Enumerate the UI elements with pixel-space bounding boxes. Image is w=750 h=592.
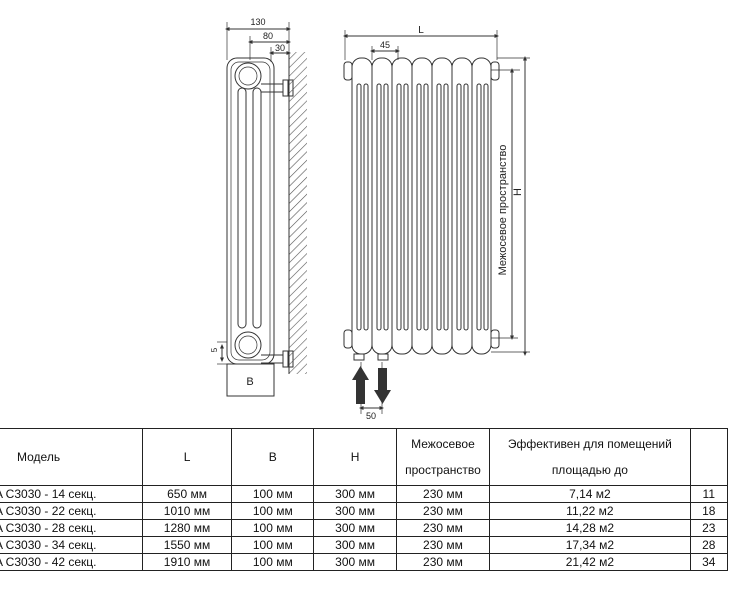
- header-extra: [689, 428, 729, 486]
- header-area-line1: Эффективен для помещений: [507, 437, 672, 451]
- dim-label-45: 45: [380, 40, 390, 50]
- table-row: NIA C3030 - 42 секц. 1910 мм 100 мм 300 …: [0, 553, 729, 571]
- dim-label-l: L: [418, 25, 424, 36]
- radiator-technical-drawing: 130 80 30 5 B: [210, 17, 530, 421]
- table-row: NIA C3030 - 22 секц. 1010 мм 100 мм 300 …: [0, 502, 729, 520]
- dim-label-80: 80: [263, 31, 273, 41]
- cell-width: 100 мм: [231, 536, 315, 554]
- cell-length: 1280 мм: [141, 519, 233, 537]
- radiator-side-body: [226, 57, 275, 365]
- header-width: B: [231, 428, 315, 486]
- outlet-arrow: [374, 368, 391, 404]
- cell-height: 300 мм: [313, 502, 397, 520]
- dim-label-h: H: [512, 188, 524, 196]
- cell-width: 100 мм: [231, 519, 315, 537]
- cell-width: 100 мм: [231, 485, 315, 503]
- bottom-bracket: [261, 350, 294, 368]
- center-distance-label: Межосевое пространство: [497, 145, 509, 276]
- cell-area: 21,42 м2: [489, 553, 691, 571]
- cell-extra: 34: [689, 553, 729, 571]
- cell-model: NIA C3030 - 22 секц.: [0, 502, 143, 520]
- cell-center-distance: 230 мм: [395, 536, 491, 554]
- cell-width: 100 мм: [231, 553, 315, 571]
- section-1: [351, 57, 373, 355]
- bottom-collector: [234, 331, 262, 359]
- header-area-line2: площадью до: [551, 463, 628, 477]
- header-center-distance: Межосевое пространство: [395, 428, 491, 486]
- cell-extra: 23: [689, 519, 729, 537]
- cell-height: 300 мм: [313, 536, 397, 554]
- table-row: NIA C3030 - 34 секц. 1550 мм 100 мм 300 …: [0, 536, 729, 554]
- cell-model: NIA C3030 - 34 секц.: [0, 536, 143, 554]
- table-header-row: Модель L B H Межосевое пространство Эффе…: [0, 428, 729, 486]
- cell-center-distance: 230 мм: [395, 519, 491, 537]
- cell-area: 14,28 м2: [489, 519, 691, 537]
- cell-height: 300 мм: [313, 519, 397, 537]
- cell-length: 1010 мм: [141, 502, 233, 520]
- cell-model: NIA C3030 - 14 секц.: [0, 485, 143, 503]
- spec-table: Модель L B H Межосевое пространство Эффе…: [0, 428, 729, 571]
- cell-length: 1910 мм: [141, 553, 233, 571]
- cell-center-distance: 230 мм: [395, 553, 491, 571]
- table-row: NIA C3030 - 28 секц. 1280 мм 100 мм 300 …: [0, 519, 729, 537]
- dim-label-30: 30: [275, 43, 285, 53]
- section-3: [391, 57, 413, 355]
- header-effective-area: Эффективен для помещений площадью до: [489, 428, 691, 486]
- wall: [289, 52, 307, 374]
- cell-extra: 11: [689, 485, 729, 503]
- section-6: [451, 57, 473, 355]
- b-dimension-box: [226, 363, 275, 397]
- top-collector: [234, 62, 262, 90]
- cell-model: NIA C3030 - 28 секц.: [0, 519, 143, 537]
- top-bracket: [261, 79, 294, 97]
- section-7: [471, 57, 492, 355]
- header-center-line1: Межосевое: [411, 437, 475, 451]
- spec-table-container: Модель L B H Межосевое пространство Эффе…: [0, 428, 750, 592]
- table-row: NIA C3030 - 14 секц. 650 мм 100 мм 300 м…: [0, 485, 729, 503]
- cell-height: 300 мм: [313, 485, 397, 503]
- cell-height: 300 мм: [313, 553, 397, 571]
- cell-area: 17,34 м2: [489, 536, 691, 554]
- header-length: L: [141, 428, 233, 486]
- header-center-line2: пространство: [405, 463, 481, 477]
- cell-center-distance: 230 мм: [395, 485, 491, 503]
- cell-length: 650 мм: [141, 485, 233, 503]
- section-5: [431, 57, 453, 355]
- cell-extra: 18: [689, 502, 729, 520]
- label-b: B: [246, 376, 253, 388]
- cell-length: 1550 мм: [141, 536, 233, 554]
- radiator-sections: [351, 57, 492, 355]
- dim-label-5: 5: [210, 347, 219, 352]
- side-view: [217, 22, 307, 397]
- cell-center-distance: 230 мм: [395, 502, 491, 520]
- dim-label-50: 50: [366, 411, 376, 421]
- inlet-arrow: [352, 366, 369, 404]
- section-2: [371, 57, 393, 355]
- cell-area: 7,14 м2: [489, 485, 691, 503]
- cell-model: NIA C3030 - 42 секц.: [0, 553, 143, 571]
- header-height: H: [313, 428, 397, 486]
- section-4: [411, 57, 433, 355]
- cell-width: 100 мм: [231, 502, 315, 520]
- dim-label-130: 130: [250, 17, 265, 27]
- header-model: Модель: [0, 428, 143, 486]
- cell-area: 11,22 м2: [489, 502, 691, 520]
- cell-extra: 28: [689, 536, 729, 554]
